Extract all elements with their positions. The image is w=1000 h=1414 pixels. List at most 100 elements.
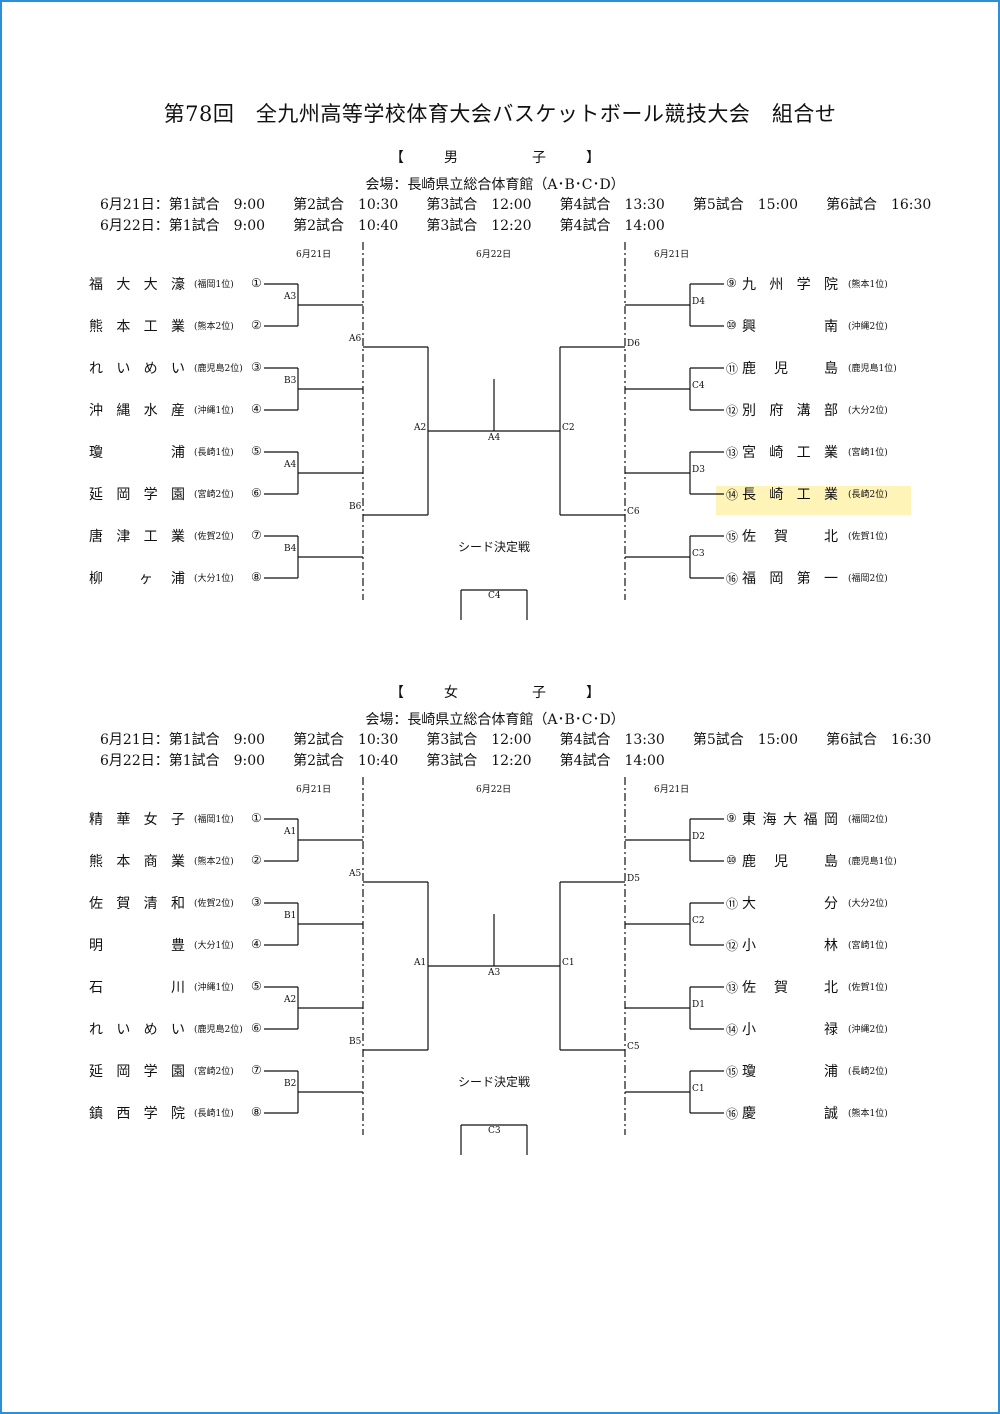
girls-right-pref-4: (宮崎1位) (848, 941, 888, 951)
team-name-char: い (116, 1022, 131, 1038)
team-name-char: 部 (823, 403, 838, 419)
boys-left-pref-4: (沖縄1位) (194, 406, 234, 416)
girls-right-seed-4: ⑫ (726, 939, 739, 953)
team-name-char: 浦 (170, 445, 185, 461)
boys-game-l2: B3 (284, 376, 297, 386)
team-name-char: 佐 (742, 980, 756, 996)
team-name-char: 九 (742, 277, 756, 293)
girls-right-pref-7: (長崎2位) (848, 1067, 888, 1077)
girls-heading-close: 】 (586, 685, 600, 701)
team-name-char: 産 (170, 403, 185, 419)
girls-game-l1: A1 (284, 827, 297, 837)
girls-right-team-4: 小林 (742, 935, 838, 955)
girls-left-team-7: 延岡学園 (89, 1061, 185, 1081)
boys-left-team-3: れいめい (89, 358, 185, 378)
team-name-char: 女 (143, 812, 158, 828)
boys-right-seed-5: ⑬ (726, 446, 739, 460)
girls-game-r2: C2 (692, 916, 705, 926)
girls-right-pref-3: (大分2位) (848, 899, 888, 909)
girls-right-seed-8: ⑯ (726, 1107, 739, 1121)
team-name-char: れ (89, 1022, 103, 1038)
girls-game-l2: B1 (284, 911, 297, 921)
boys-right-pref-2: (沖縄2位) (848, 322, 888, 332)
highlight-row-14 (716, 486, 911, 515)
girls-left-pref-5: (沖縄1位) (194, 983, 234, 993)
girls-left-seed-2: ② (251, 853, 262, 867)
girls-schedule-day1: 6月21日：第1試合 9:00 第2試合 10:30 第3試合 12:00 第4… (100, 732, 932, 748)
team-name-char: 豊 (170, 938, 185, 954)
girls-game-rq1: D5 (627, 874, 640, 884)
boys-day-center: 6月22日 (476, 250, 512, 260)
girls-day-right: 6月21日 (654, 785, 690, 795)
team-name-char: 賀 (774, 980, 788, 996)
page-title: 第78回 全九州高等学校体育大会バスケットボール競技大会 組合せ (163, 102, 837, 126)
girls-schedule-day2: 6月22日：第1試合 9:00 第2試合 10:40 第3試合 12:20 第4… (100, 753, 665, 769)
boys-right-seed-7: ⑮ (726, 530, 739, 544)
team-name-char: 本 (116, 854, 131, 870)
team-name-char: い (170, 1022, 185, 1038)
team-name-char: 児 (774, 854, 788, 870)
boys-left-pref-3: (鹿児島2位) (194, 364, 243, 374)
team-name-char: 岡 (824, 812, 838, 828)
team-name-char: 林 (823, 938, 838, 954)
team-name-char: 業 (170, 854, 185, 870)
boys-schedule-day1: 6月21日：第1試合 9:00 第2試合 10:30 第3試合 12:00 第4… (100, 197, 932, 213)
team-name-char: 院 (170, 1106, 185, 1122)
girls-right-seed-7: ⑮ (726, 1065, 739, 1079)
girls-game-r4: C1 (692, 1084, 705, 1094)
boys-game-r4: C3 (692, 549, 705, 559)
team-name-char: ヶ (139, 571, 153, 587)
team-name-char: 本 (116, 319, 131, 335)
girls-game-ls: A1 (414, 958, 427, 968)
team-name-char: 学 (143, 487, 158, 503)
girls-game-lq2: B5 (349, 1037, 362, 1047)
girls-left-pref-7: (宮崎2位) (194, 1067, 234, 1077)
boys-left-pref-6: (宮崎2位) (194, 490, 234, 500)
girls-right-team-3: 大分 (742, 893, 838, 913)
boys-left-team-4: 沖縄水産 (89, 400, 185, 420)
team-name-char: 南 (823, 319, 838, 335)
team-name-char: 津 (116, 529, 131, 545)
boys-game-lq2: B6 (349, 502, 362, 512)
team-name-char: 鹿 (742, 854, 756, 870)
girls-seed-game: C3 (488, 1126, 501, 1136)
boys-left-seed-5: ⑤ (251, 444, 262, 458)
girls-right-team-1: 東海大福岡 (742, 809, 838, 829)
boys-left-team-8: 柳ヶ浦 (89, 568, 185, 588)
team-name-char: 明 (89, 938, 103, 954)
team-name-char: 崎 (769, 487, 784, 503)
boys-seed-game: C4 (488, 591, 501, 601)
team-name-char: 賀 (116, 896, 131, 912)
girls-heading: 【女 子】 (390, 682, 600, 702)
team-name-char: 別 (742, 403, 756, 419)
boys-right-pref-8: (福岡2位) (848, 574, 888, 584)
girls-right-seed-1: ⑨ (726, 811, 737, 825)
boys-right-team-8: 福岡第一 (742, 568, 838, 588)
girls-right-team-5: 佐賀北 (742, 977, 838, 997)
team-name-char: 鹿 (742, 361, 756, 377)
boys-right-seed-4: ⑫ (726, 404, 739, 418)
boys-right-seed-8: ⑯ (726, 572, 739, 586)
boys-right-team-6: 長崎工業 (742, 484, 838, 504)
team-name-char: 岡 (769, 571, 784, 587)
girls-left-team-6: れいめい (89, 1019, 185, 1039)
girls-right-pref-6: (沖縄2位) (848, 1025, 888, 1035)
team-name-char: 業 (170, 529, 185, 545)
boys-left-seed-3: ③ (251, 360, 262, 374)
boys-left-pref-5: (長崎1位) (194, 448, 234, 458)
team-name-char: れ (89, 361, 103, 377)
boys-left-pref-7: (佐賀2位) (194, 532, 234, 542)
team-name-char: 園 (170, 487, 185, 503)
girls-left-team-8: 鎮西学院 (89, 1103, 185, 1123)
boys-game-ls: A2 (414, 423, 427, 433)
team-name-char: 小 (742, 1022, 756, 1038)
girls-game-final: A3 (488, 968, 501, 978)
girls-game-l4: B2 (284, 1079, 297, 1089)
girls-game-rs: C1 (562, 958, 575, 968)
boys-schedule-day2: 6月22日：第1試合 9:00 第2試合 10:40 第3試合 12:20 第4… (100, 218, 665, 234)
girls-left-pref-2: (熊本2位) (194, 857, 234, 867)
team-name-char: 瓊 (89, 445, 103, 461)
girls-left-team-2: 熊本商業 (89, 851, 185, 871)
team-name-char: 大 (783, 812, 797, 828)
girls-left-seed-5: ⑤ (251, 979, 262, 993)
